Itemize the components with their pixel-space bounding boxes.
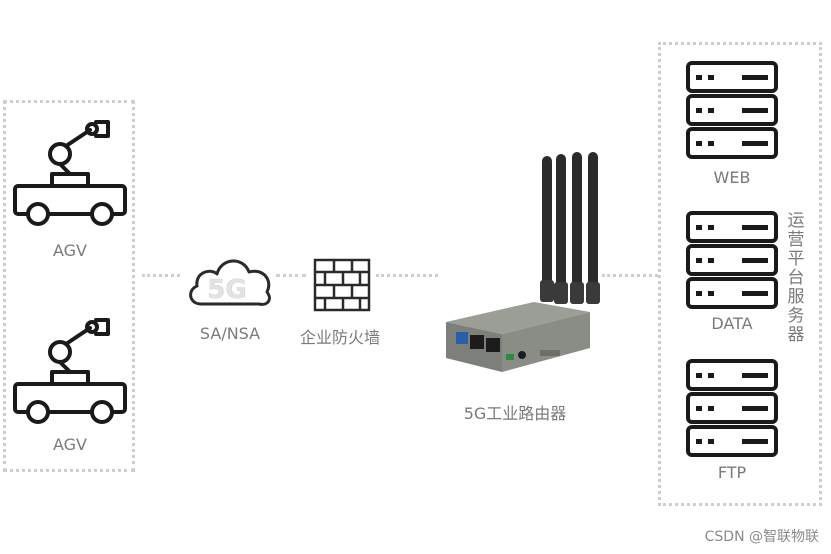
watermark: CSDN @智联物联 [704, 529, 819, 545]
agv-group-box [3, 100, 135, 472]
cloud-badge: 5G [207, 275, 246, 305]
connection-line [142, 274, 180, 277]
server-group-label: 运营平台服务器 [787, 211, 805, 345]
connection-line [602, 274, 658, 277]
cloud-5g-icon: 5G [189, 259, 271, 306]
connection-line [376, 274, 438, 277]
server-group-box [658, 42, 822, 506]
server-ftp-label: FTP [717, 463, 747, 482]
server-icon [686, 61, 778, 159]
server-icon [686, 211, 778, 309]
server-web-label: WEB [713, 168, 751, 187]
server-data-label: DATA [711, 314, 753, 333]
cloud-label: SA/NSA [199, 324, 261, 343]
firewall-label: 企业防火墙 [299, 328, 380, 347]
server-icon [686, 359, 778, 457]
agv-top-label: AGV [52, 241, 87, 260]
agv-robot-icon [13, 120, 127, 226]
router-label: 5G工业路由器 [463, 404, 567, 423]
connection-line [276, 274, 306, 277]
agv-bottom-label: AGV [52, 435, 87, 454]
agv-robot-icon [13, 318, 127, 424]
firewall-icon [313, 258, 371, 312]
router-image [446, 152, 600, 372]
